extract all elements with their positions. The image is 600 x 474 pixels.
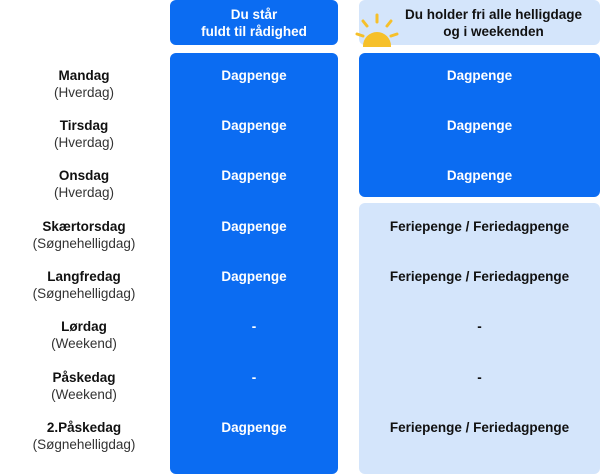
available-cell: -: [251, 370, 257, 385]
available-column-block: [170, 53, 338, 474]
available-cell: Dagpenge: [221, 168, 287, 183]
day-name: Lørdag: [61, 319, 107, 334]
header-available: Du står fuldt til rådighed: [170, 0, 338, 45]
header-off-line2: og i weekenden: [443, 23, 544, 39]
off-cell: Feriepenge / Feriedagpenge: [389, 269, 570, 284]
day-label-langfredag: Langfredag (Søgnehelligdag): [0, 268, 168, 302]
off-cell: -: [477, 319, 482, 334]
day-label-onsdag: Onsdag (Hverdag): [0, 167, 168, 201]
day-name: Påskedag: [52, 370, 116, 385]
day-label-mandag: Mandag (Hverdag): [0, 67, 168, 101]
available-cell: Dagpenge: [221, 420, 287, 435]
day-name: Onsdag: [58, 168, 110, 183]
day-label-2-paaskedag: 2.Påskedag (Søgnehelligdag): [0, 419, 168, 453]
day-label-skaertorsdag: Skærtorsdag (Søgnehelligdag): [0, 218, 168, 252]
header-off: Du holder fri alle helligdage og i weeke…: [359, 0, 600, 45]
day-name: Skærtorsdag: [42, 219, 126, 234]
day-type: (Weekend): [51, 336, 117, 351]
day-type: (Søgnehelligdag): [32, 236, 136, 251]
day-type: (Hverdag): [53, 185, 115, 200]
day-name: Tirsdag: [59, 118, 109, 133]
day-type: (Hverdag): [53, 135, 115, 150]
off-cell: Dagpenge: [446, 68, 513, 83]
day-label-loerdag: Lørdag (Weekend): [0, 318, 168, 352]
day-name: Langfredag: [47, 269, 121, 284]
available-cell: Dagpenge: [221, 118, 287, 133]
off-cell: Feriepenge / Feriedagpenge: [389, 219, 570, 234]
available-cell: -: [251, 319, 257, 334]
sun-icon: [355, 10, 407, 47]
header-available-line2: fuldt til rådighed: [201, 23, 307, 39]
day-name: Mandag: [58, 68, 110, 83]
available-cell: Dagpenge: [221, 269, 287, 284]
off-holiday-block: [359, 203, 600, 474]
day-type: (Søgnehelligdag): [32, 286, 136, 301]
day-label-paaskedag: Påskedag (Weekend): [0, 369, 168, 403]
available-cell: Dagpenge: [221, 68, 287, 83]
off-cell: Dagpenge: [446, 118, 513, 133]
off-cell: -: [477, 370, 482, 385]
available-cell: Dagpenge: [221, 219, 287, 234]
off-weekday-block: [359, 53, 600, 197]
off-cell: Dagpenge: [446, 168, 513, 183]
day-type: (Weekend): [51, 387, 117, 402]
day-type: (Hverdag): [53, 85, 115, 100]
header-off-line1: Du holder fri alle helligdage: [404, 6, 583, 22]
day-label-tirsdag: Tirsdag (Hverdag): [0, 117, 168, 151]
day-name: 2.Påskedag: [46, 420, 122, 435]
day-type: (Søgnehelligdag): [32, 437, 136, 452]
header-available-line1: Du står: [230, 6, 278, 22]
off-cell: Feriepenge / Feriedagpenge: [389, 420, 570, 435]
